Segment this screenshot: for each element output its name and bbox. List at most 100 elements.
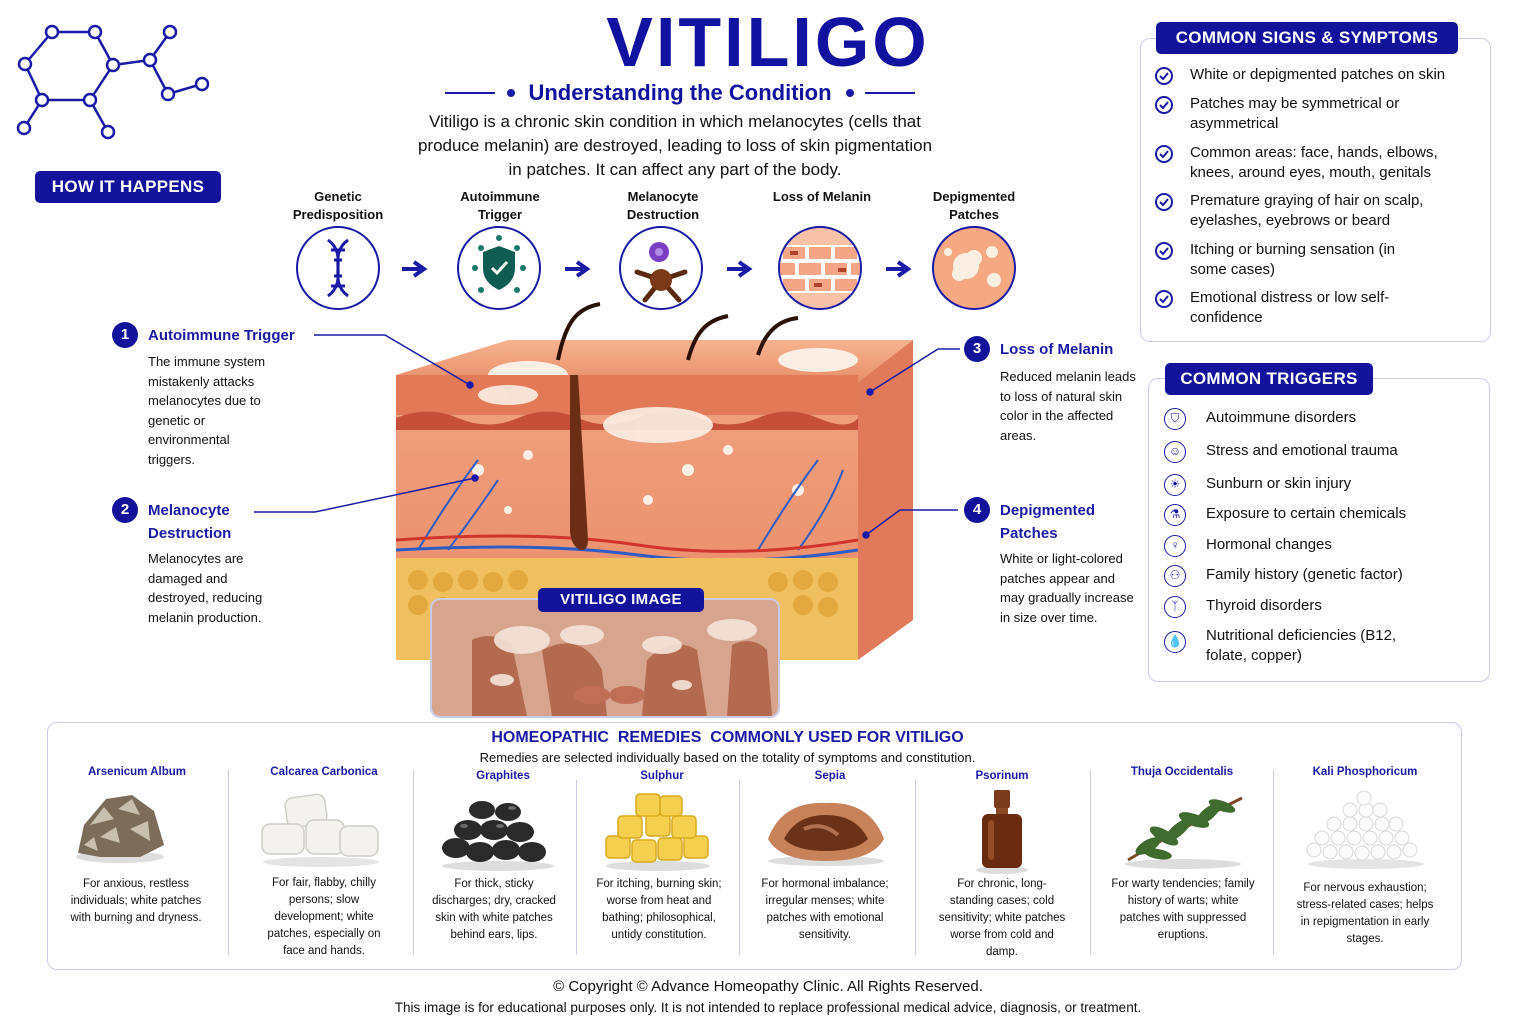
remedy-desc: For fair, flabby, chilly persons; slow d… xyxy=(267,877,381,957)
remedy-name: Arsenicum Album xyxy=(88,766,186,778)
shield-icon xyxy=(457,226,541,310)
remedy-name: Calcarea Carbonica xyxy=(270,766,378,778)
divider xyxy=(739,780,740,955)
check-icon xyxy=(1155,290,1173,308)
callout-number-4: 4 xyxy=(964,497,990,523)
melanocyte-icon xyxy=(619,226,703,310)
remedy-desc: For warty tendencies; family history of … xyxy=(1111,878,1255,941)
arrow-icon xyxy=(402,260,428,278)
symptom-item: White or depigmented patches on skin xyxy=(1190,66,1446,83)
chalk-image xyxy=(261,793,379,867)
divider xyxy=(413,770,414,955)
page-title: VITILIGO xyxy=(606,3,930,81)
trigger-item: Family history (genetic factor) xyxy=(1206,566,1403,583)
symptom-item: Emotional distress or low self-confidenc… xyxy=(1190,289,1390,326)
arrow-icon xyxy=(886,260,912,278)
check-icon xyxy=(1155,145,1173,163)
callout-title-1: Autoimmune Trigger xyxy=(148,327,295,344)
trigger-item: Hormonal changes xyxy=(1206,536,1332,553)
dna-icon xyxy=(296,226,380,310)
flask-icon: ⚗ xyxy=(1164,504,1186,526)
mineral-image xyxy=(76,795,164,863)
callout-text-1: The immune system mistakenly attacks mel… xyxy=(148,354,266,467)
triggers-heading: COMMON TRIGGERS xyxy=(1165,363,1373,395)
female-icon: ♀ xyxy=(1164,535,1186,557)
sulphur-image xyxy=(605,793,710,871)
subtitle-dot-left xyxy=(507,89,515,97)
subtitle-dot-right xyxy=(846,89,854,97)
arrow-icon xyxy=(727,260,753,278)
bottle-image xyxy=(976,790,1028,874)
callout-text-2: Melanocytes are damaged and destroyed, r… xyxy=(148,551,263,625)
remedies-subheading: Remedies are selected individually based… xyxy=(479,750,976,765)
remedy-name: Psorinum xyxy=(975,770,1029,782)
arrow-icon xyxy=(565,260,591,278)
divider xyxy=(228,770,229,955)
sun-icon: ☀ xyxy=(1164,474,1186,496)
callout-title-4: Depigmented Patches xyxy=(1000,502,1096,542)
remedy-name: Thuja Occidentalis xyxy=(1130,766,1234,778)
step-label-patches: Depigmented Patches xyxy=(932,189,1016,222)
symptoms-heading: COMMON SIGNS & SYMPTOMS xyxy=(1156,22,1458,54)
callout-text-3: Reduced melanin leads to loss of natural… xyxy=(1000,369,1136,443)
symptom-item: Patches may be symmetrical or asymmetric… xyxy=(1190,95,1400,132)
remedies-heading: HOMEOPATHIC REMEDIES COMMONLY USED FOR V… xyxy=(491,729,964,746)
intro-text: Vitiligo is a chronic skin condition in … xyxy=(417,112,933,179)
head-icon: ☺ xyxy=(1164,441,1186,463)
callout-number-3: 3 xyxy=(964,336,990,362)
remedy-desc: For nervous exhaustion; stress-related c… xyxy=(1296,882,1434,945)
sepia-image xyxy=(768,802,884,866)
callout-number-2: 2 xyxy=(112,497,138,523)
check-icon xyxy=(1155,242,1173,260)
remedy-name: Kali Phosphoricum xyxy=(1312,766,1418,778)
trigger-item: Thyroid disorders xyxy=(1206,597,1322,614)
trigger-item: Nutritional deficiencies (B12, folate, c… xyxy=(1206,627,1397,664)
callout-title-2: Melanocyte Destruction xyxy=(148,502,232,542)
symptom-item: Premature graying of hair on scalp, eyel… xyxy=(1190,192,1424,229)
copyright-text: © Copyright © Advance Homeopathy Clinic.… xyxy=(553,978,983,995)
symptoms-panel xyxy=(1140,38,1491,342)
thyroid-icon: ᛉ xyxy=(1164,596,1186,618)
disclaimer-text: This image is for educational purposes o… xyxy=(394,1000,1142,1015)
symptom-item: Itching or burning sensation (in some ca… xyxy=(1190,241,1396,278)
trigger-item: Exposure to certain chemicals xyxy=(1206,505,1407,522)
drop-icon: 💧 xyxy=(1164,631,1186,653)
divider xyxy=(915,780,916,955)
subtitle-rule-right xyxy=(865,92,915,94)
remedy-desc: For thick, sticky discharges; dry, crack… xyxy=(432,878,556,941)
remedy-name: Sulphur xyxy=(640,770,684,782)
remedy-desc: For hormonal imbalance; irregular menses… xyxy=(761,878,889,941)
remedy-desc: For itching, burning skin; worse from he… xyxy=(596,878,722,941)
trigger-item: Sunburn or skin injury xyxy=(1206,475,1352,492)
pills-image xyxy=(1306,790,1424,869)
divider xyxy=(1273,770,1274,955)
vitiligo-photo-frame xyxy=(430,598,780,718)
callout-lines xyxy=(254,334,960,539)
remedy-desc: For anxious, restless individuals; white… xyxy=(70,878,202,924)
vitiligo-hands-image xyxy=(432,600,778,716)
step-label-melanocyte: Melanocyte Destruction xyxy=(626,189,700,222)
graphite-image xyxy=(442,801,554,871)
check-icon xyxy=(1155,193,1173,211)
step-label-melanin: Loss of Melanin xyxy=(772,189,872,204)
shield-icon: ⛉ xyxy=(1164,408,1186,430)
callout-text-4: White or light-colored patches appear an… xyxy=(1000,551,1134,625)
family-icon: ⚇ xyxy=(1164,565,1186,587)
step-label-genetic: Genetic Predisposition xyxy=(292,189,384,222)
skin-cells-icon xyxy=(778,226,862,310)
callout-number-1: 1 xyxy=(112,322,138,348)
molecule-icon xyxy=(16,24,210,140)
trigger-item: Autoimmune disorders xyxy=(1206,409,1357,426)
thuja-image xyxy=(1125,796,1243,869)
subtitle-rule-left xyxy=(445,92,495,94)
page-subtitle: Understanding the Condition xyxy=(528,80,832,105)
step-label-autoimmune: Autoimmune Trigger xyxy=(460,189,540,222)
vitiligo-image-label: VITILIGO IMAGE xyxy=(538,588,704,612)
how-it-happens-heading: HOW IT HAPPENS xyxy=(35,171,221,203)
remedy-desc: For chronic, long-standing cases; cold s… xyxy=(938,878,1066,958)
symptom-item: Common areas: face, hands, elbows, knees… xyxy=(1190,144,1438,181)
check-icon xyxy=(1155,96,1173,114)
remedy-name: Sepia xyxy=(814,770,846,782)
remedy-name: Graphites xyxy=(476,770,530,782)
trigger-item: Stress and emotional trauma xyxy=(1206,442,1398,459)
